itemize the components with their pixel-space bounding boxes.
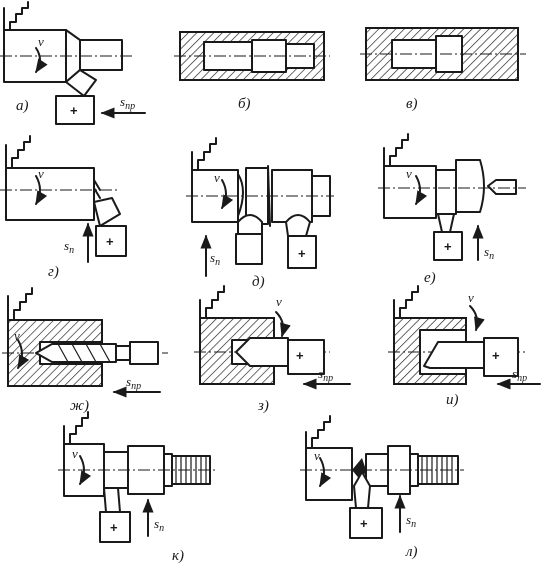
rotation-arrow [319,457,332,488]
tool-mark: + [106,234,114,249]
rotation-arrow [469,305,485,332]
tool-holder [95,225,127,257]
panel-d: v + sп г) [0,135,127,280]
panel-label: б) [238,96,251,112]
rotation-label: v [38,166,44,181]
rotation-label: v [38,34,44,49]
rotation-label: v [214,170,220,185]
panel-g: v sпр ж) [2,287,168,414]
rotation-arrow [221,179,234,210]
rotation-arrow [35,47,48,74]
drill-chuck [129,341,159,365]
workpiece [305,447,353,501]
feed-label: sпр [126,374,141,392]
drill-shank [115,345,131,361]
tool-holder [235,233,263,265]
tool-holder [99,511,131,543]
feed-label: sпр [512,366,527,384]
feed-label: sпр [318,366,333,384]
rotation-label: v [314,448,320,463]
grooving-tool-tip [237,214,263,235]
cutting-tool-tip [65,69,97,97]
panel-a: v + sпр а) [0,1,146,125]
tool-holder [483,337,519,377]
tool-mark: + [110,520,118,535]
rotation-arrow [275,311,291,338]
tool-mark: + [444,239,452,254]
tool-holder [55,95,95,125]
chuck-jaws [5,135,31,169]
rotation-label: v [14,328,20,343]
chuck-jaws [191,137,217,171]
workpiece [5,167,95,221]
rotation-label: v [406,166,412,181]
panel-label: к) [172,548,184,564]
rotation-arrow [35,175,48,206]
panel-label: з) [257,398,269,414]
panel-label: г) [48,264,59,280]
thread-cutting-tool [353,471,371,509]
tool-holder [349,507,383,539]
cutting-tool-tip [103,487,121,513]
chuck-jaws [199,285,225,319]
drill-flutes [57,343,111,363]
chuck-jaws [3,1,29,31]
panel-b: б) [174,31,330,112]
face-marks [93,179,101,199]
tool-holder [433,231,463,261]
panel-f: v + sп е) [378,133,526,286]
chuck-jaws [393,285,419,319]
chuck-jaws [7,287,33,321]
workpiece-end [79,39,123,71]
tool-holder [287,339,325,375]
chuck-jaws [63,411,89,445]
panel-label: и) [446,392,459,408]
panel-k: v + sп л) [300,415,464,560]
groove-left [237,173,244,217]
chuck-jaws [305,415,331,449]
parting-tool-tip [285,214,311,237]
cutting-tool-tip [437,213,455,233]
panel-label: ж) [70,398,89,414]
panel-label: л) [405,544,418,560]
feed-label: sп [154,516,164,534]
panel-label: е) [424,270,436,286]
chuck-jaws [383,133,409,167]
rotation-arrow [79,455,92,486]
tool-mark: + [492,348,500,363]
tool-mark: + [70,103,78,118]
panel-e: v + sп д) [186,137,334,290]
feed-label: sпр [120,94,135,112]
tool-holder [287,235,317,269]
feed-label: sп [210,250,220,268]
panel-h: v + sпр з) [194,285,351,414]
panel-label: а) [16,98,29,114]
tool-mark: + [298,246,306,261]
center-tip [487,179,517,195]
drill [35,343,117,363]
workpiece [383,165,437,219]
panel-label: д) [252,274,265,290]
feed-label: sп [64,238,74,256]
rotation-arrow [415,175,428,206]
rotation-label: v [468,290,474,305]
workpiece-step [435,169,457,215]
tool-mark: + [296,348,304,363]
rotation-label: v [276,294,282,309]
panel-c: в) [360,27,526,112]
feed-label: sп [406,512,416,530]
rotation-arrow [17,339,30,370]
rotation-label: v [72,446,78,461]
workpiece-head [455,159,485,213]
panel-label: в) [406,96,418,112]
panel-j: v + sп к) [58,411,218,564]
feed-label: sп [484,244,494,262]
cutting-tool-tip [93,197,121,227]
panel-i: v + sпр и) [388,285,541,408]
tool-mark: + [360,516,368,531]
